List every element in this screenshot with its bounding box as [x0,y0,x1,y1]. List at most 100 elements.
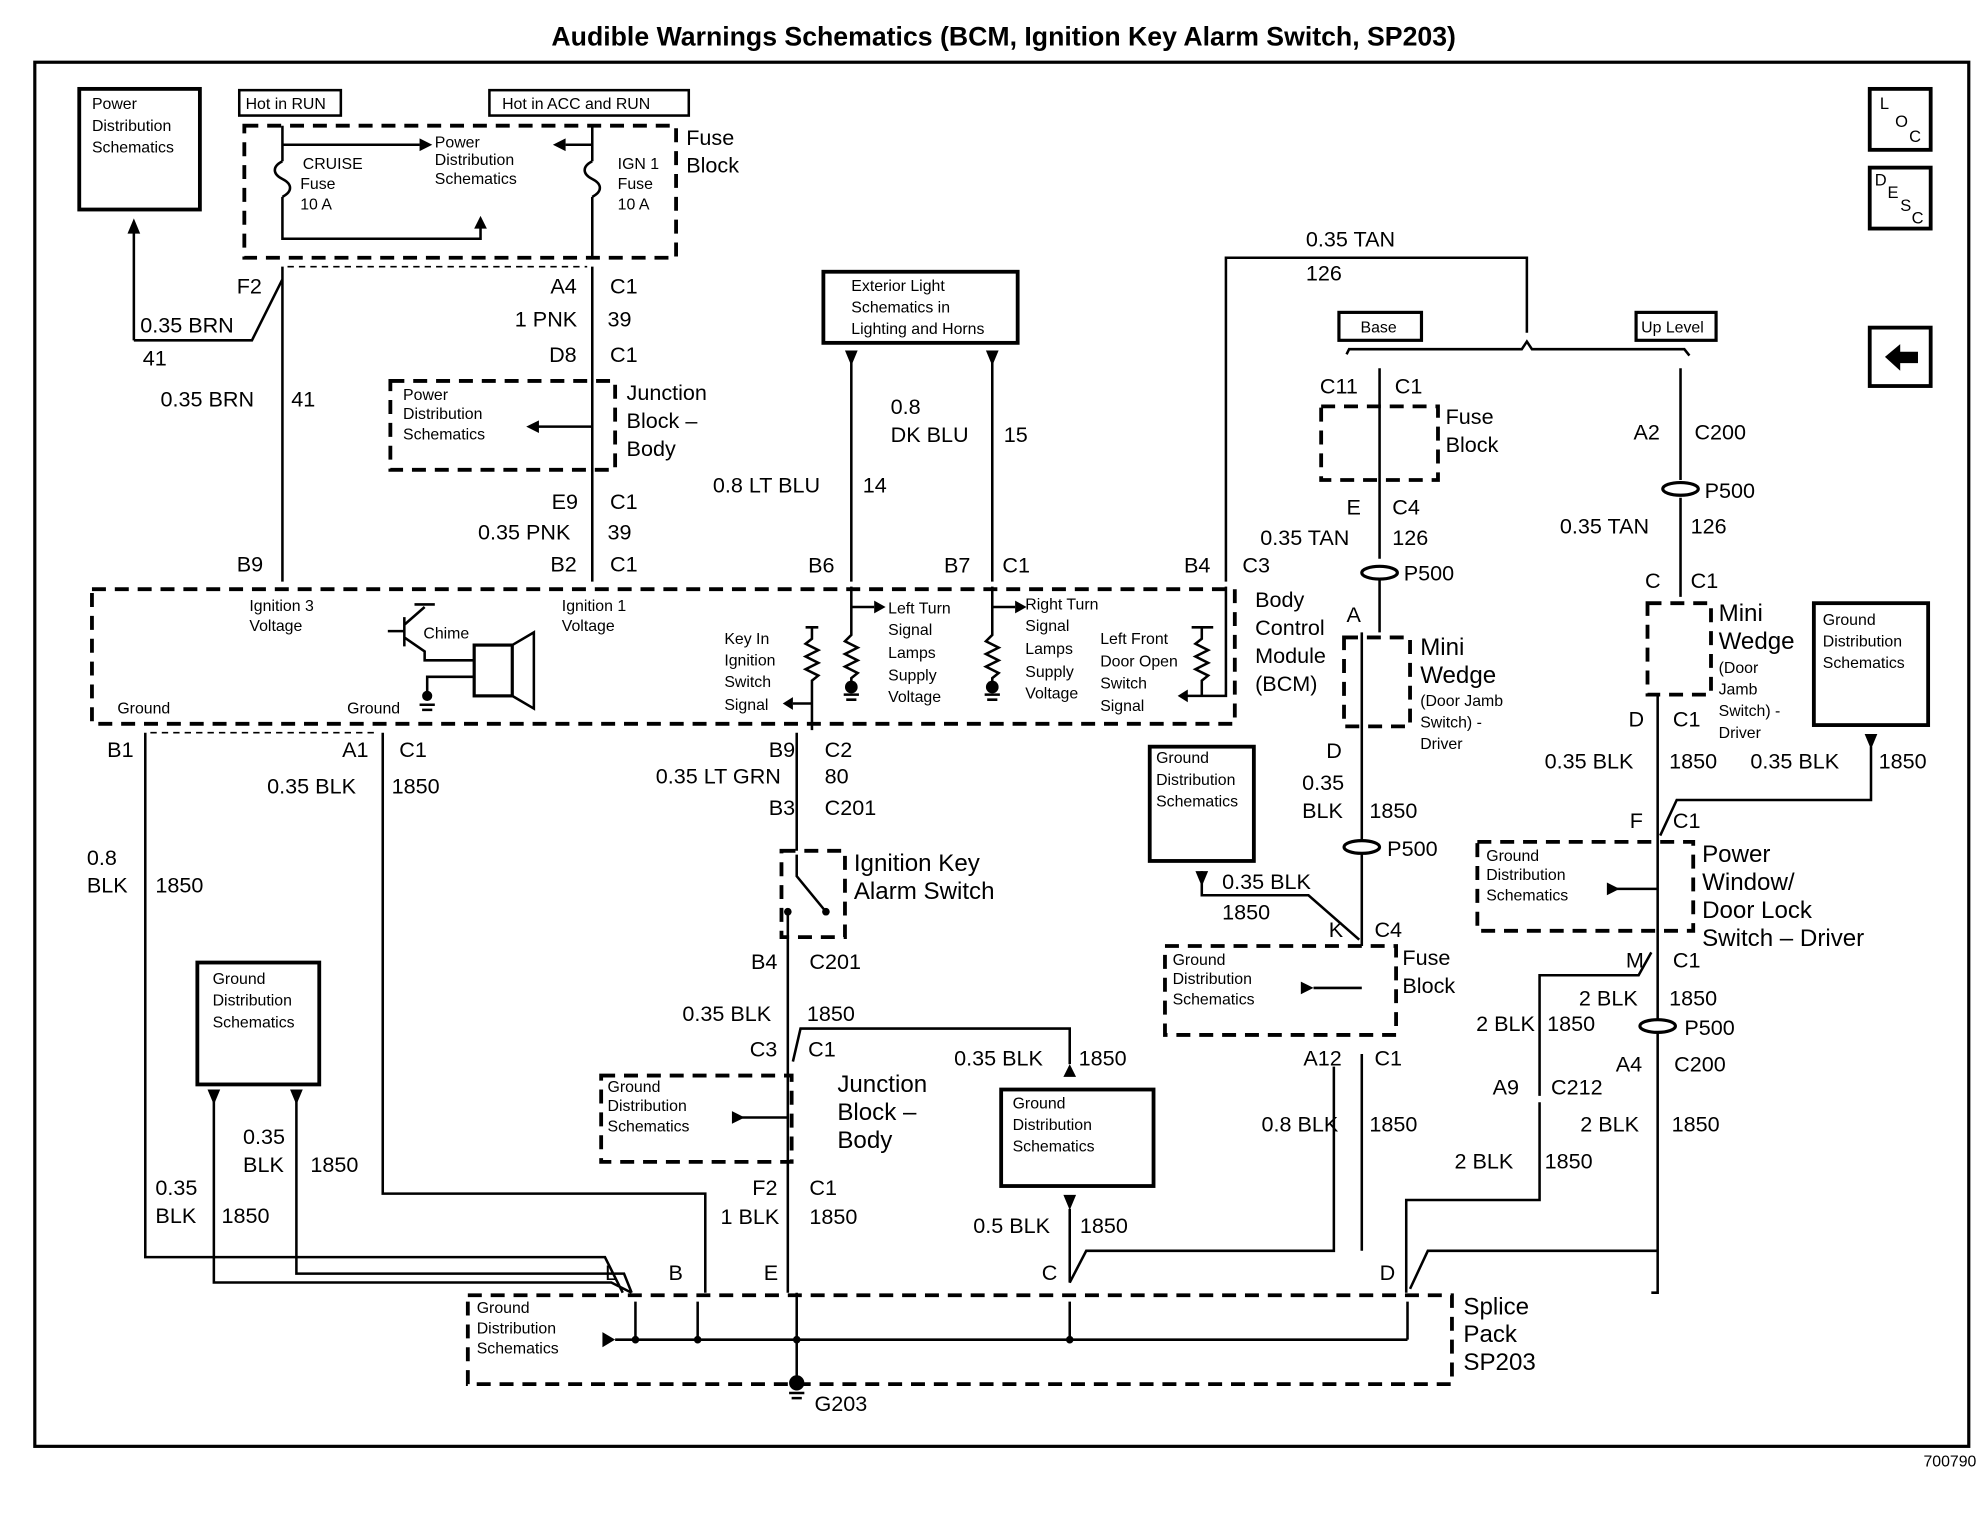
exterior-light-box[interactable] [821,269,1020,345]
fb-inner-l2: Distribution [435,152,514,169]
fuse-block-top-l1: Fuse [686,125,734,150]
gds-left-box[interactable] [195,960,322,1087]
fb-right-l1: Fuse [1446,404,1494,429]
splice-node [693,1335,702,1344]
pin-f2: F2 [237,273,262,298]
conn-p500-b: P500 [1705,478,1755,503]
gds-mid-box[interactable] [1147,744,1256,863]
gds-left-l1: Ground [213,971,266,988]
loc-letter-o: O [1895,113,1908,131]
gds-mid-l1: Ground [1156,750,1209,767]
wire-blk-b4-ckt: 1850 [807,1001,855,1026]
p500-connector-c [1342,839,1382,855]
back-button[interactable] [1867,325,1933,388]
wire-left-grounds [144,732,707,1294]
fuse-block-right[interactable] [1319,404,1440,482]
arrow-down-icon [1864,733,1878,750]
loc-letter-c: C [1909,128,1921,146]
wire-blk1-ckt: 1850 [809,1204,857,1229]
wire-pnk1-ckt: 39 [608,306,632,331]
conn-c1-f2: C1 [809,1175,837,1200]
ign1-fuse-l1: IGN 1 [618,156,660,173]
mwu-l3: (Door [1719,660,1759,677]
wire-up-blk [1651,694,1659,1294]
ign1-fuse-l2: Fuse [618,176,653,193]
splice-inner-l1: Ground [477,1300,530,1317]
desc-button[interactable]: D E S C [1867,165,1933,231]
bcm-l4: (BCM) [1255,671,1317,696]
wire-blk-gds-tr: 0.35 BLK [1750,748,1839,773]
conn-c1-c11: C1 [1395,374,1423,399]
pin-b6: B6 [808,553,834,578]
junction-block-body-top[interactable] [388,379,618,472]
gds-rt-l3: Schematics [1823,655,1905,672]
wire-blk-b1-b: BLK [87,873,128,898]
bcm-rturn-l4: Supply [1025,664,1074,681]
switch-contact [822,907,830,916]
gds-bottom-mid-box[interactable] [999,1087,1156,1188]
wire-gl-a: 0.35 [155,1175,197,1200]
ignition-key-alarm-switch[interactable] [779,848,847,940]
diagram-frame [33,60,1971,1448]
p500-connector-a [1360,564,1399,581]
fb-inner-l3: Schematics [435,171,517,188]
loc-button[interactable]: L O C [1867,86,1933,152]
jb-top-l3: Body [627,436,676,461]
wire-tan-base-ckt: 126 [1392,525,1428,550]
arrow-right-icon [1606,882,1620,896]
body-control-module[interactable] [90,587,1237,726]
arrow-left-icon [782,697,793,710]
pwdl-inner-l1: Ground [1486,848,1539,865]
pin-b9-c2: B9 [769,737,795,762]
splice-pack-sp203[interactable] [465,1293,1454,1387]
fuse-block-low[interactable] [1163,944,1398,1037]
fb-low-inner-l2: Distribution [1173,971,1252,988]
pd-box-line3: Schematics [92,139,174,156]
desc-letter-c: C [1912,209,1924,227]
mwu-l4: Jamb [1719,682,1758,699]
power-window-door-lock-switch[interactable] [1475,839,1696,933]
power-distribution-box[interactable] [77,86,202,212]
conn-c2: C2 [825,737,853,762]
pin-b7: B7 [944,553,970,578]
wire-blu [850,353,994,582]
splice-l2: Pack [1463,1321,1518,1348]
pin-a4-low: A4 [1616,1052,1642,1077]
gds-right-top-box[interactable] [1811,601,1931,727]
conn-p500-a: P500 [1404,560,1454,585]
pin-d8: D8 [549,342,577,367]
bcm-lturn-l5: Voltage [888,689,941,706]
bcm-keyin-l1: Key In [724,631,769,648]
mini-wedge-uplevel[interactable] [1645,601,1713,697]
wire-gl2-a: 0.35 [243,1124,285,1149]
arrow-up-icon [1063,1064,1077,1077]
arrow-down-icons [207,1089,303,1105]
wire-gds-rt [1659,746,1873,837]
jb-top-inner-l3: Schematics [403,426,485,443]
conn-c212: C212 [1551,1075,1603,1100]
bcm-keyin-l4: Signal [724,697,768,714]
fuse-block-top[interactable] [242,123,678,260]
wire-blk2-a9b-ckt: 1850 [1545,1148,1593,1173]
wire-blk2-a9b: 2 BLK [1454,1148,1513,1173]
door-resistor-icon [1186,586,1228,698]
conn-c1-d8: C1 [610,342,638,367]
junction-block-body-low[interactable] [599,1073,794,1164]
figure-id: 700790 [1923,1454,1976,1471]
fuse-block-top-l2: Block [686,153,739,178]
gds-bm-l1: Ground [1013,1096,1066,1113]
wire-blk-gds-r: 0.35 BLK [1222,869,1311,894]
wire-gds-mid [1200,871,1361,941]
splice-l1: Splice [1463,1293,1529,1320]
bcm-ign3-l2: Voltage [249,618,302,635]
ground-symbol [789,1391,805,1400]
pin-d-base: D [1326,738,1342,763]
wire-blk-b1-ckt: 1850 [155,873,203,898]
mini-wedge-base[interactable] [1342,635,1412,729]
gds-mid-l3: Schematics [1156,793,1238,810]
desc-letter-e: E [1888,184,1899,202]
mwb-l4: Switch) - [1420,715,1482,732]
wire-tan-top-ckt: 126 [1306,261,1342,286]
conn-c1-c: C1 [1691,568,1719,593]
